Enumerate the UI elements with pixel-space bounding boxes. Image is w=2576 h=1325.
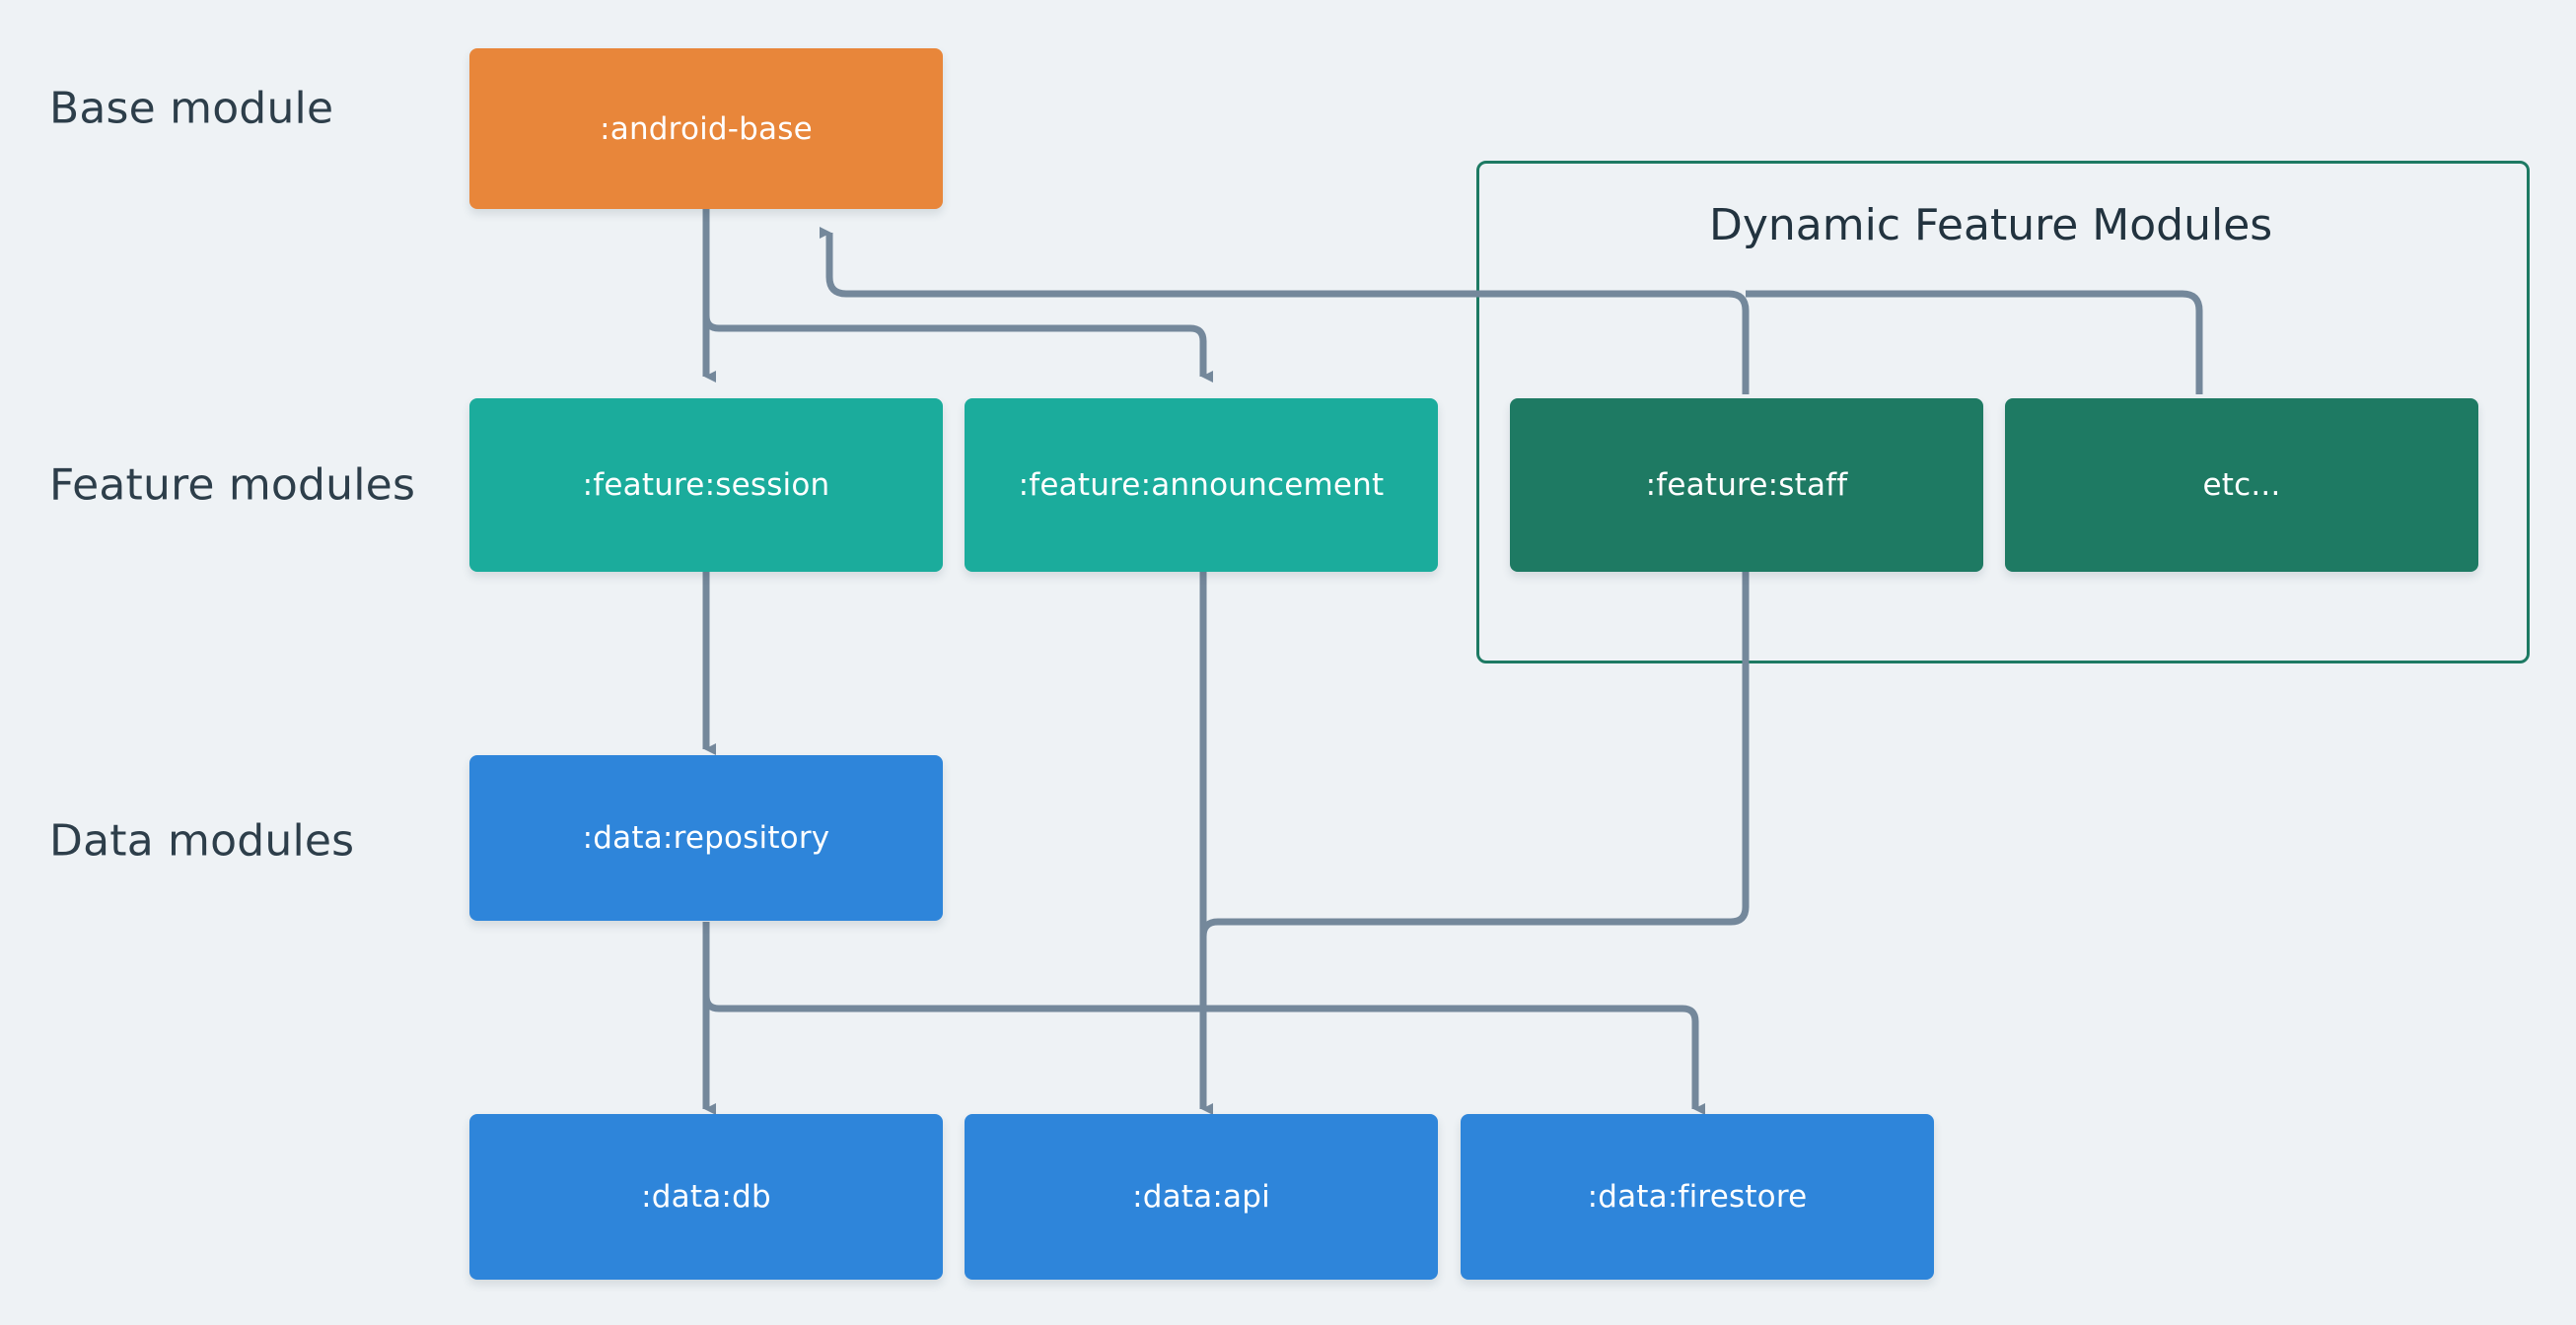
edge-featurestaff-to-androidbase xyxy=(820,227,1750,394)
module-node-feature-announcement[interactable]: :feature:announcement xyxy=(965,398,1438,572)
dynamic-feature-modules-group-label: Dynamic Feature Modules xyxy=(1709,200,2273,250)
module-node-feature-session[interactable]: :feature:session xyxy=(469,398,943,572)
module-node-etc[interactable]: etc... xyxy=(2005,398,2478,572)
edge-featurestaff-to-dataapi xyxy=(1199,572,1750,996)
module-node-data-api[interactable]: :data:api xyxy=(965,1114,1438,1280)
module-node-data-db[interactable]: :data:db xyxy=(469,1114,943,1280)
edge-etc-to-androidbase xyxy=(1746,290,2203,394)
row-label-base-module: Base module xyxy=(49,83,334,134)
row-label-feature-modules: Feature modules xyxy=(49,459,416,511)
edge-androidbase-to-featureannouncement xyxy=(702,128,1213,383)
module-node-data-firestore[interactable]: :data:firestore xyxy=(1461,1114,1934,1280)
module-node-data-repository[interactable]: :data:repository xyxy=(469,755,943,921)
module-node-feature-staff[interactable]: :feature:staff xyxy=(1510,398,1983,572)
row-label-data-modules: Data modules xyxy=(49,815,355,867)
dynamic-feature-modules-group xyxy=(1476,161,2530,663)
module-node-android-base[interactable]: :android-base xyxy=(469,48,943,209)
